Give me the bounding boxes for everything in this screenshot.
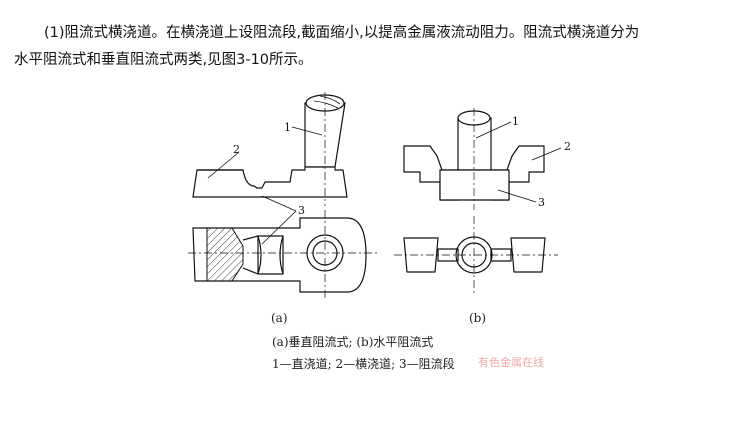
paragraph-line-1: (1)阻流式横浇道。在横浇道上设阻流段,截面缩小,以提高金属液流动阻力。阻流式横… bbox=[44, 25, 640, 41]
figure-caption-line-1: (a)垂直阻流式; (b)水平阻流式 bbox=[272, 335, 434, 349]
subfigure-label-b: (b) bbox=[469, 311, 487, 325]
callout-b-3: 3 bbox=[538, 196, 545, 209]
callout-b-2: 2 bbox=[564, 140, 571, 153]
figure-caption-line-2: 1—直浇道; 2—横浇道; 3—阻流段 bbox=[272, 357, 455, 371]
paragraph-line-2: 水平阻流式和垂直阻流式两类,见图3-10所示。 bbox=[14, 52, 313, 68]
callout-b-1: 1 bbox=[512, 115, 519, 128]
subfigure-label-a: (a) bbox=[271, 311, 288, 325]
figure-a-side-view bbox=[192, 92, 348, 206]
figure-b-side-view bbox=[403, 108, 545, 210]
figure-a-plan-view bbox=[188, 210, 378, 300]
body-paragraph: (1)阻流式横浇道。在横浇道上设阻流段,截面缩小,以提高金属液流动阻力。阻流式横… bbox=[14, 20, 720, 74]
callout-a-1: 1 bbox=[284, 121, 291, 134]
choke-hatch bbox=[206, 227, 244, 282]
watermark-text: 有色金属在线 bbox=[478, 356, 544, 369]
sprue-b bbox=[457, 117, 492, 171]
leader-lines bbox=[207, 121, 562, 245]
choke-b bbox=[439, 169, 510, 201]
runner-a-body bbox=[192, 166, 348, 198]
callout-a-3: 3 bbox=[298, 204, 305, 217]
figure-b-plan-view bbox=[394, 216, 558, 296]
callout-a-2: 2 bbox=[233, 143, 240, 156]
